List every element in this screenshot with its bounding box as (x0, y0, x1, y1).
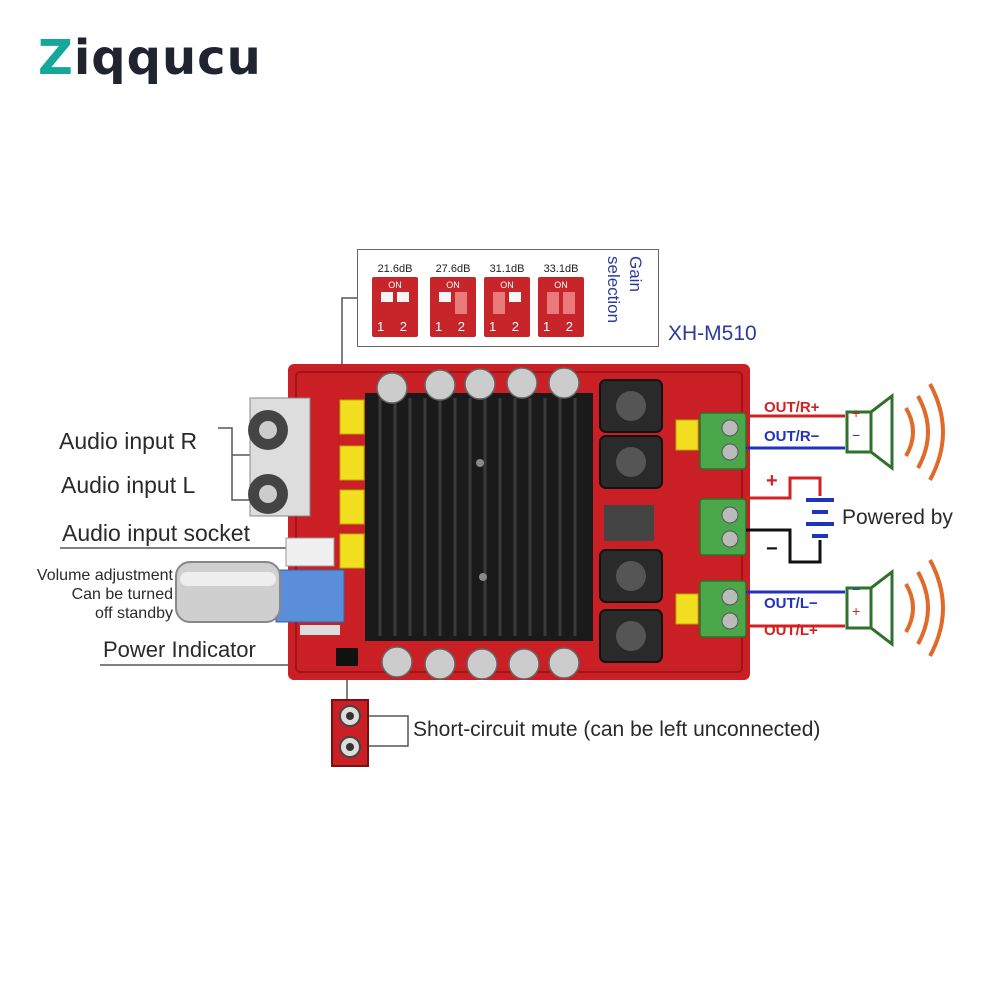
heatsink (365, 393, 593, 641)
label-power-indicator: Power Indicator (103, 637, 256, 662)
dip-switch-2: 27.6dB ON 1 2 (430, 263, 476, 337)
label-out-l-plus: OUT/L+ (764, 622, 818, 639)
gain-selection-title: Gain selection (604, 256, 645, 324)
speaker-l-minus: − (852, 581, 861, 597)
label-powered-by: Powered by (842, 506, 953, 529)
label-power-plus: + (766, 470, 778, 492)
speaker-right-icon (845, 383, 945, 481)
brand-logo: Ziqqucu (38, 30, 262, 86)
model-number: XH-M510 (668, 322, 757, 345)
label-out-r-minus: OUT/R− (764, 428, 820, 445)
speaker-l-plus: + (852, 603, 861, 619)
speaker-r-minus: − (852, 427, 861, 443)
volume-pot (275, 569, 345, 623)
label-out-l-minus: OUT/L− (764, 595, 818, 612)
gain-selection-panel: 21.6dB ON 1 2 27.6dB ON 1 2 31.1dB ON 1 … (357, 249, 659, 347)
label-audio-input-socket: Audio input socket (62, 520, 250, 546)
label-volume-adjustment: Volume adjustment Can be turned off stan… (36, 567, 173, 622)
label-audio-input-l: Audio input L (61, 472, 196, 498)
dip-switch-4: 33.1dB ON 1 2 (538, 263, 584, 337)
label-power-minus: − (766, 538, 778, 560)
speaker-r-plus: + (852, 405, 861, 421)
speaker-left-icon (845, 559, 945, 657)
label-audio-input-r: Audio input R (59, 428, 198, 454)
dip-switch-1: 21.6dB ON 1 2 (372, 263, 418, 337)
label-short-circuit-mute: Short-circuit mute (can be left unconnec… (413, 718, 821, 741)
label-out-r-plus: OUT/R+ (764, 399, 820, 416)
dip-switch-3: 31.1dB ON 1 2 (484, 263, 530, 337)
input-socket (285, 537, 335, 567)
volume-knob (175, 561, 281, 623)
